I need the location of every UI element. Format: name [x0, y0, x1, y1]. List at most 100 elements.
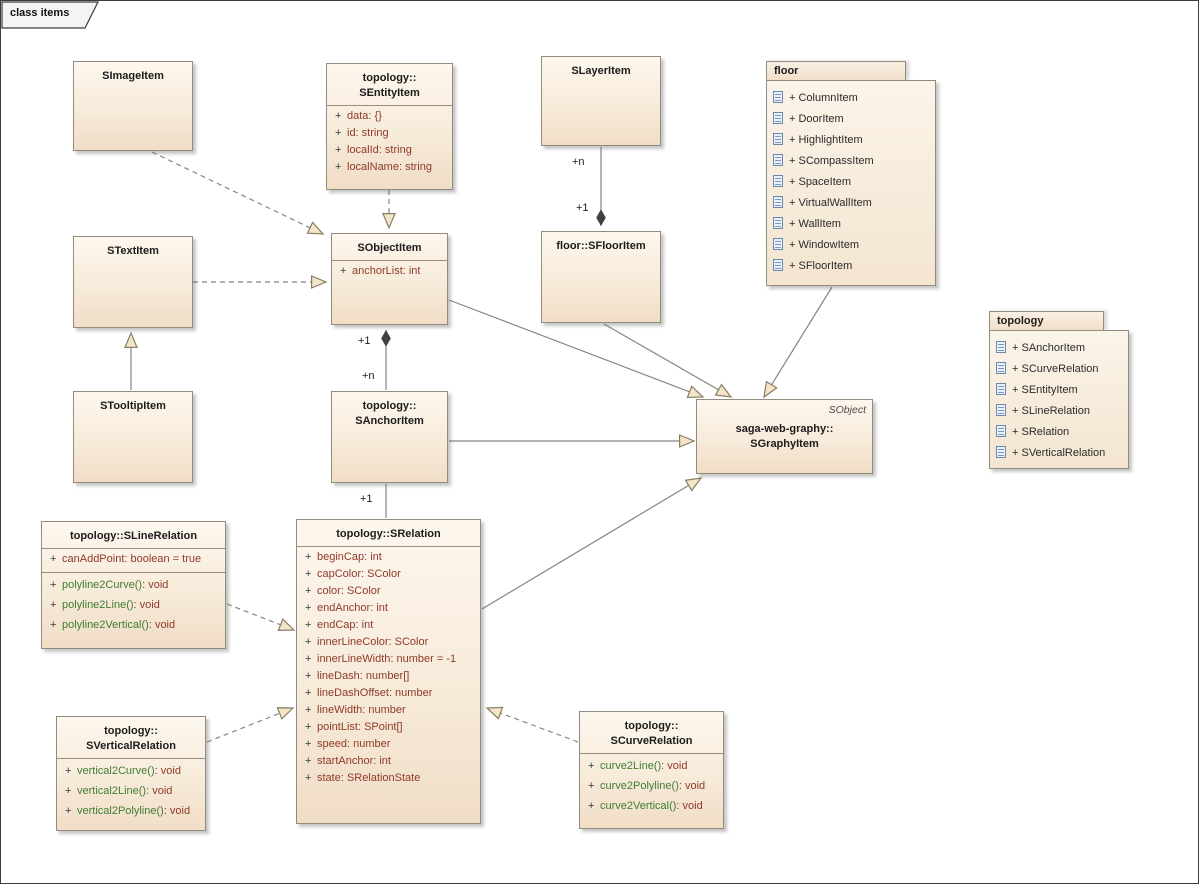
visibility-marker: + — [305, 721, 312, 733]
attribute-text: lineWidth: number — [317, 704, 406, 716]
visibility-marker: + — [65, 785, 72, 797]
package-item: + WindowItem — [773, 235, 935, 256]
package-item: + SEntityItem — [996, 380, 1128, 401]
method-name: vertical2Curve() — [77, 765, 155, 777]
class-title-line: topology:: — [362, 72, 417, 84]
package-name: floor — [774, 65, 799, 77]
attribute-text: speed: number — [317, 738, 391, 750]
compartment-separator — [297, 546, 480, 547]
attribute-text: startAnchor: int — [317, 755, 391, 767]
method-row: +curve2Vertical(): void — [580, 796, 723, 816]
visibility-marker: + — [335, 110, 342, 122]
class-title-line: topology::SLineRelation — [69, 530, 198, 542]
compartment-separator — [42, 548, 225, 549]
package-item: + HighlightItem — [773, 130, 935, 151]
attribute-text: lineDashOffset: number — [317, 687, 433, 699]
visibility-marker: + — [65, 765, 72, 777]
attribute-row: +localName: string — [327, 159, 452, 176]
package-item-label: + HighlightItem — [789, 134, 863, 146]
conn-floorpkg-sgraphyitem[interactable] — [763, 286, 833, 399]
class-title: topology::SVerticalRelation — [57, 717, 205, 754]
class-box-slayeritem[interactable]: SLayerItem — [541, 56, 661, 146]
attribute-text: innerLineColor: SColor — [317, 636, 429, 648]
class-box-scurverelation[interactable]: topology::SCurveRelation+curve2Line(): v… — [579, 711, 724, 829]
conn-srelation-sgraphyitem[interactable] — [481, 477, 703, 610]
package-item: + SFloorItem — [773, 256, 935, 277]
visibility-marker: + — [588, 780, 595, 792]
attribute-row: +state: SRelationState — [297, 770, 480, 787]
class-title-line: saga-web-graphy:: — [735, 422, 834, 435]
package-item-label: + SCurveRelation — [1012, 363, 1099, 375]
conn-simageitem-sobjectitem[interactable] — [151, 151, 325, 235]
class-icon — [996, 341, 1006, 353]
package-body: + SAnchorItem + SCurveRelation + SEntityIt… — [989, 330, 1129, 469]
class-title-line: SVerticalRelation — [86, 740, 176, 752]
package-item-label: + SRelation — [1012, 426, 1070, 438]
class-box-sflooritem[interactable]: floor::SFloorItem — [541, 231, 661, 323]
package-item: + SRelation — [996, 422, 1128, 443]
attribute-row: + data: {} — [327, 108, 452, 125]
visibility-marker: + — [50, 553, 57, 565]
visibility-marker: + — [305, 738, 312, 750]
class-title-line: SImageItem — [102, 70, 164, 82]
class-title-line: topology:: — [104, 725, 158, 737]
attribute-row: +canAddPoint: boolean = true — [42, 551, 225, 568]
class-title: STextItem — [74, 237, 192, 259]
class-box-slinerelation[interactable]: topology::SLineRelation+canAddPoint: boo… — [41, 521, 226, 649]
attribute-text: lineDash: number[] — [317, 670, 410, 682]
method-return-type: : void — [142, 579, 169, 591]
package-item: + DoorItem — [773, 109, 935, 130]
package-item-label: + SVerticalRelation — [1012, 447, 1106, 459]
class-title-line: SEntityItem — [359, 87, 420, 99]
conn-slinerelation-srelation[interactable] — [226, 603, 296, 632]
conn-sverticalrelation-srelation[interactable] — [206, 707, 295, 743]
class-icon — [773, 154, 783, 166]
attribute-row: + speed: number — [297, 736, 480, 753]
package-item-label: + SAnchorItem — [1012, 342, 1086, 354]
conn-sflooritem-sgraphyitem[interactable] — [603, 323, 733, 398]
visibility-marker: + — [305, 636, 312, 648]
class-title: floor::SFloorItem — [542, 232, 660, 254]
package-topology[interactable]: topology + SAnchorItem+ SCurveRelation+ … — [989, 311, 1129, 469]
class-title: topology::SCurveRelation — [580, 712, 723, 749]
package-floor[interactable]: floor + ColumnItem+ DoorItem + HighlightI… — [766, 61, 936, 286]
package-item: + SLineRelation — [996, 401, 1128, 422]
attribute-row: +color: SColor — [297, 583, 480, 600]
compartment-separator — [332, 260, 447, 261]
package-tab: floor — [766, 61, 906, 80]
class-title-line: topology:: — [624, 720, 679, 732]
visibility-marker: + — [305, 687, 312, 699]
class-box-sverticalrelation[interactable]: topology::SVerticalRelation+ vertical2Cur… — [56, 716, 206, 831]
class-box-sobjectitem[interactable]: SObjectItem+anchorList: int — [331, 233, 448, 325]
class-title-line: SCurveRelation — [610, 735, 693, 747]
class-box-simageitem[interactable]: SImageItem — [73, 61, 193, 151]
attribute-text: color: SColor — [317, 585, 381, 597]
class-box-srelation[interactable]: topology::SRelation+beginCap: int+capCol… — [296, 519, 481, 824]
attribute-row: +capColor: SColor — [297, 566, 480, 583]
class-box-sanchoritem[interactable]: topology::SAnchorItem — [331, 391, 448, 483]
package-item: + ColumnItem — [773, 88, 935, 109]
class-title: topology::SLineRelation — [42, 522, 225, 544]
method-name: vertical2Line() — [77, 785, 147, 797]
package-item: + WallItem — [773, 214, 935, 235]
class-box-sentityitem[interactable]: topology::SEntityItem+data: {}+id: strin… — [326, 63, 453, 190]
parent-class-label: SObject — [828, 404, 866, 416]
package-item-label: + SCompassItem — [789, 155, 874, 167]
class-title-line: topology::SRelation — [336, 528, 441, 540]
method-return-type: : void — [661, 760, 688, 772]
multiplicity-label: +n — [572, 156, 585, 168]
method-return-type: : void — [676, 800, 703, 812]
package-tab: topology — [989, 311, 1104, 330]
visibility-marker: + — [65, 805, 72, 817]
attribute-text: data: {} — [347, 110, 382, 122]
class-box-stextitem[interactable]: STextItem — [73, 236, 193, 328]
visibility-marker: + — [305, 704, 312, 716]
visibility-marker: + — [305, 772, 312, 784]
package-item: + VirtualWallItem — [773, 193, 935, 214]
method-name: polyline2Vertical() — [62, 619, 149, 631]
conn-scurverelation-srelation[interactable] — [485, 706, 579, 743]
class-icon — [996, 383, 1006, 395]
class-box-stooltipitem[interactable]: STooltipItem — [73, 391, 193, 483]
